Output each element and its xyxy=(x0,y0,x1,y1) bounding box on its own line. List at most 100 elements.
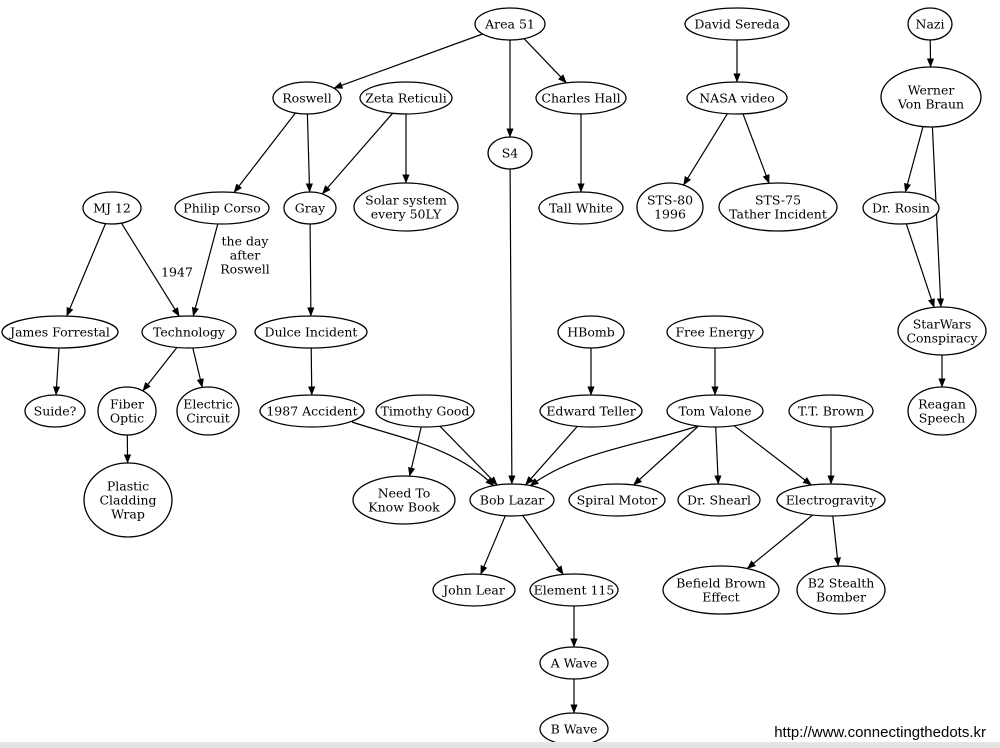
edge-mj12-to-forrestal xyxy=(66,223,107,317)
node-label-sts80: 1996 xyxy=(654,207,686,222)
node-dulce: Dulce Incident xyxy=(254,315,368,349)
edge-technology-to-electric xyxy=(192,347,204,388)
node-awave: A Wave xyxy=(539,646,609,680)
node-label-solar: Solar system xyxy=(365,192,447,207)
node-ellipse-starwars xyxy=(897,306,987,356)
node-element115: Element 115 xyxy=(529,573,619,607)
edge-label-corso-to-technology: the day xyxy=(222,233,270,248)
node-label-b2: Bomber xyxy=(816,590,866,605)
node-ellipse-vonbraun xyxy=(880,66,982,128)
node-gray: Gray xyxy=(283,191,337,225)
node-ellipse-needtoknow xyxy=(352,475,456,525)
node-ellipse-reagan xyxy=(907,386,977,436)
node-freeenergy: Free Energy xyxy=(666,315,764,349)
node-acc1987: 1987 Accident xyxy=(259,394,365,428)
node-zeta: Zeta Reticuli xyxy=(359,81,453,115)
edge-forrestal-to-suide xyxy=(52,347,61,396)
node-label-zeta: Zeta Reticuli xyxy=(365,91,446,106)
node-label-needtoknow: Need To xyxy=(378,485,431,500)
node-lazar: Bob Lazar xyxy=(469,483,555,517)
node-electrogravity: Electrogravity xyxy=(776,483,886,517)
node-label-s4: S4 xyxy=(502,146,519,161)
node-ellipse-suide xyxy=(24,394,86,428)
node-label-reagan: Speech xyxy=(919,411,965,426)
node-ellipse-fiber xyxy=(97,386,157,436)
node-label-element115: Element 115 xyxy=(534,583,615,598)
node-label-electric: Electric xyxy=(183,396,233,411)
node-label-timothy: Timothy Good xyxy=(381,404,470,419)
source-credit: http://www.connectingthedots.kr xyxy=(772,724,988,741)
node-label-starwars: Conspiracy xyxy=(906,331,978,346)
footer-strip xyxy=(0,742,1000,748)
node-ellipse-s4 xyxy=(487,136,533,170)
node-label-reagan: Reagan xyxy=(918,396,966,411)
node-ellipse-electrogravity xyxy=(776,483,886,517)
node-timothy: Timothy Good xyxy=(375,394,475,428)
node-label-fiber: Optic xyxy=(110,411,144,426)
node-label-freeenergy: Free Energy xyxy=(675,325,755,340)
node-label-bwave: B Wave xyxy=(551,722,598,737)
edge-acc1987-to-lazar xyxy=(351,421,495,487)
node-hall: Charles Hall xyxy=(535,81,627,115)
node-label-plastic: Wrap xyxy=(111,507,145,522)
node-label-tallwhite: Tall White xyxy=(549,201,613,216)
edge-roswell-to-corso xyxy=(233,112,296,193)
node-ellipse-plastic xyxy=(83,462,173,538)
node-ellipse-spiral xyxy=(568,483,666,517)
node-ellipse-nazi xyxy=(907,7,953,41)
node-nasavideo: NASA video xyxy=(686,81,788,115)
node-label-sts75: STS-75 xyxy=(755,192,801,207)
node-ellipse-awave xyxy=(539,646,609,680)
node-nazi: Nazi xyxy=(907,7,953,41)
edge-teller-to-lazar xyxy=(525,426,578,486)
node-label-rosin: Dr. Rosin xyxy=(872,201,930,216)
node-tallwhite: Tall White xyxy=(538,191,624,225)
node-label-needtoknow: Know Book xyxy=(368,500,440,515)
node-ellipse-ttbrown xyxy=(788,394,874,428)
edge-valone-to-electrogravity xyxy=(733,425,812,486)
node-ttbrown: T.T. Brown xyxy=(788,394,874,428)
node-ellipse-sts75 xyxy=(718,182,838,232)
node-ellipse-b2 xyxy=(796,565,886,615)
edge-timothy-to-needtoknow xyxy=(408,426,422,477)
node-label-corso: Philip Corso xyxy=(183,201,260,216)
node-ellipse-solar xyxy=(353,182,459,232)
edge-vonbraun-to-rosin xyxy=(904,126,924,193)
edge-area51-to-hall xyxy=(523,38,567,84)
edge-lazar-to-element115 xyxy=(522,515,564,575)
node-label-plastic: Cladding xyxy=(99,493,156,508)
node-rosin: Dr. Rosin xyxy=(862,191,940,225)
node-ellipse-freeenergy xyxy=(666,315,764,349)
node-label-electric: Circuit xyxy=(186,411,230,426)
edge-valone-to-shearl xyxy=(714,426,722,485)
node-ellipse-technology xyxy=(141,315,237,349)
node-ellipse-valone xyxy=(666,394,764,428)
node-forrestal: James Forrestal xyxy=(1,315,119,349)
node-label-johnlear: John Lear xyxy=(441,583,505,598)
node-s4: S4 xyxy=(487,136,533,170)
node-label-acc1987: 1987 Accident xyxy=(266,404,357,419)
node-label-nazi: Nazi xyxy=(916,17,945,32)
node-label-roswell: Roswell xyxy=(282,91,331,106)
node-suide: Suide? xyxy=(24,394,86,428)
node-ellipse-rosin xyxy=(862,191,940,225)
node-label-teller: Edward Teller xyxy=(546,404,635,419)
node-ellipse-befield xyxy=(662,565,780,615)
node-ellipse-dulce xyxy=(254,315,368,349)
node-label-mj12: MJ 12 xyxy=(93,201,131,216)
edge-gray-to-dulce xyxy=(307,223,315,317)
node-ellipse-acc1987 xyxy=(259,394,365,428)
node-ellipse-hbomb xyxy=(557,315,625,349)
node-ellipse-roswell xyxy=(272,81,342,115)
node-label-electrogravity: Electrogravity xyxy=(786,493,878,508)
edge-label-corso-to-technology: after xyxy=(230,248,260,263)
node-ellipse-element115 xyxy=(529,573,619,607)
node-ellipse-forrestal xyxy=(1,315,119,349)
